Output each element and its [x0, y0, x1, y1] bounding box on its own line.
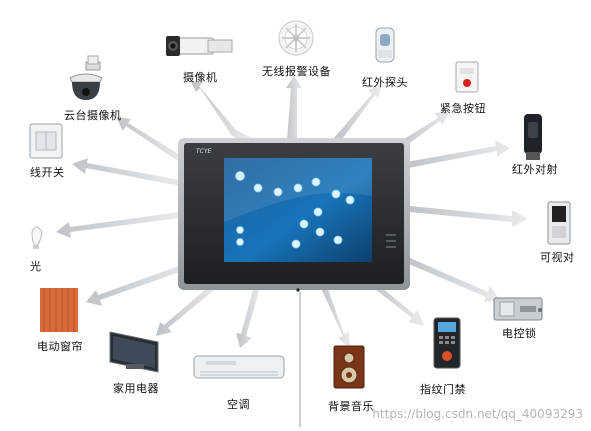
camera-icon	[166, 36, 233, 56]
arrow-fingerprint	[366, 279, 424, 326]
arrow-appliances	[156, 282, 219, 336]
label-fingerprint: 指纹门禁	[420, 383, 466, 396]
panel-side-buttons	[386, 234, 396, 248]
wall-switch-icon	[29, 123, 63, 159]
label-appliances: 家用电器	[113, 382, 159, 395]
emergency-button-icon	[455, 61, 479, 93]
label-camera: 摄像机	[183, 71, 218, 84]
video-intercom-icon	[547, 201, 571, 245]
arrow-curtain	[86, 262, 194, 306]
ir-beam-icon	[524, 114, 542, 160]
ir-probe-icon	[375, 27, 395, 63]
air-conditioner-icon	[193, 355, 285, 379]
light-icon	[31, 226, 43, 249]
arrow-camera	[190, 80, 252, 142]
arrow-light	[56, 212, 180, 238]
label-ir-probe: 红外探头	[362, 76, 408, 89]
arrow-wireless-alarm	[286, 76, 302, 140]
panel-brand: TCYE	[196, 148, 212, 155]
arrow-ptz-camera	[116, 117, 182, 161]
label-wire-switch: 线开关	[30, 166, 65, 179]
arrow-ac	[236, 286, 260, 348]
watermark-text: https://blog.csdn.net/qq_40093293	[372, 407, 583, 421]
tv-icon	[109, 331, 159, 373]
label-intercom: 可视对	[540, 251, 575, 264]
label-electric-lock: 电控锁	[502, 327, 537, 340]
wireless-alarm-icon	[278, 20, 314, 56]
label-ir-beam: 红外对射	[512, 163, 558, 176]
arrow-intercom	[410, 206, 528, 227]
label-curtain: 电动窗帘	[37, 340, 83, 353]
arrow-speaker	[320, 284, 350, 348]
arrow-group	[56, 76, 528, 348]
arrow-wire-switch	[72, 158, 180, 186]
arrow-ir-probe	[334, 84, 382, 142]
speaker-icon	[333, 345, 365, 389]
dome-camera-icon	[69, 55, 103, 100]
arrow-ir-beam	[406, 140, 510, 168]
arrow-electric-lock	[404, 257, 500, 302]
label-light: 光	[30, 260, 42, 273]
screen-icons	[235, 171, 355, 249]
label-emergency-button: 紧急按钮	[440, 102, 486, 115]
electric-lock-icon	[493, 297, 543, 321]
touch-panel-icon: TCYE	[178, 138, 410, 292]
label-speaker: 背景音乐	[328, 400, 374, 413]
curtain-icon	[40, 288, 78, 332]
arrow-emergency-button	[396, 112, 450, 150]
label-ptz-camera: 云台摄像机	[64, 109, 122, 122]
label-ac: 空调	[227, 398, 250, 411]
fingerprint-icon	[433, 317, 461, 369]
panel-indicator	[296, 288, 300, 292]
label-wireless-alarm: 无线报警设备	[262, 65, 331, 78]
